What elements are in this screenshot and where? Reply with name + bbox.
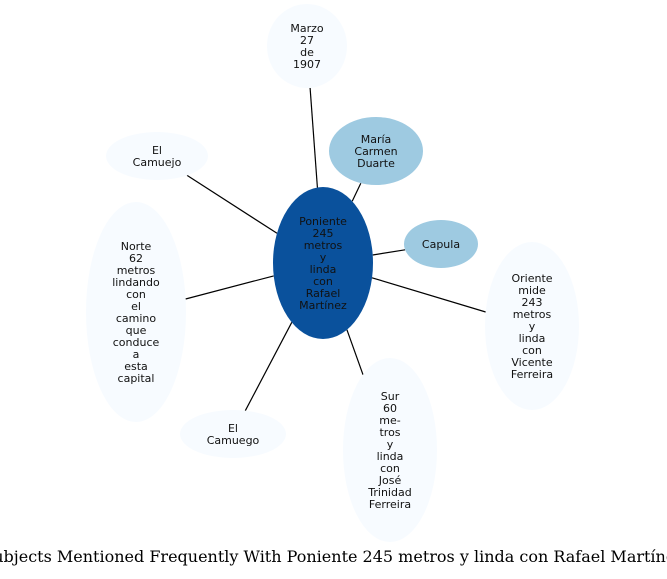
node-norte-label-line: 62 bbox=[129, 252, 143, 265]
node-sur-label-line: Ferreira bbox=[369, 498, 411, 511]
node-norte-label-line: Norte bbox=[121, 240, 152, 253]
node-sur-label-line: y bbox=[387, 438, 394, 451]
node-marzo-label-line: 1907 bbox=[293, 58, 321, 71]
node-marzo-label-line: 27 bbox=[300, 34, 314, 47]
node-oriente-label-line: Ferreira bbox=[511, 368, 553, 381]
node-sur-label-line: 60 bbox=[383, 402, 397, 415]
node-center-label-line: Poniente bbox=[299, 215, 347, 228]
node-center-label-line: linda bbox=[310, 263, 337, 276]
node-norte-label-line: capital bbox=[118, 372, 155, 385]
node-oriente-label-line: Oriente bbox=[511, 272, 552, 285]
node-maria-label-line: Duarte bbox=[357, 157, 395, 170]
edges-layer bbox=[185, 87, 486, 411]
node-norte-label-line: lindando bbox=[112, 276, 160, 289]
node-oriente-label-line: metros bbox=[513, 308, 552, 321]
node-oriente-shape bbox=[485, 242, 579, 410]
edge-center-norte bbox=[185, 275, 274, 300]
edge-center-capula bbox=[372, 249, 406, 256]
node-norte-label-line: camino bbox=[116, 312, 157, 325]
node-camuejo-label-line: El bbox=[152, 144, 162, 157]
node-center-label-line: metros bbox=[304, 239, 343, 252]
node-norte-label-line: que bbox=[126, 324, 147, 337]
node-camuejo-label-line: Camuejo bbox=[133, 156, 182, 169]
node-marzo-shape bbox=[267, 4, 347, 88]
node-oriente: Orientemide243metrosylindaconVicenteFerr… bbox=[485, 242, 579, 410]
node-oriente-label-line: 243 bbox=[522, 296, 543, 309]
node-camuego-label-line: El bbox=[228, 422, 238, 435]
node-sur-label-line: me- bbox=[379, 414, 400, 427]
node-sur-shape bbox=[343, 358, 437, 542]
diagram-caption: Subjects Mentioned Frequently With Ponie… bbox=[0, 547, 667, 566]
node-sur-label-line: tros bbox=[379, 426, 400, 439]
node-oriente-label-line: linda bbox=[519, 332, 546, 345]
node-center-label-line: 245 bbox=[313, 227, 334, 240]
edge-center-maria bbox=[351, 182, 362, 202]
edge-center-marzo bbox=[309, 87, 318, 188]
node-sur-label-line: Trinidad bbox=[367, 486, 411, 499]
node-oriente-label-line: y bbox=[529, 320, 536, 333]
edge-center-camuego bbox=[244, 322, 293, 411]
node-marzo-label-line: Marzo bbox=[290, 22, 324, 35]
node-camuego-label-line: Camuego bbox=[207, 434, 260, 447]
node-maria-shape bbox=[329, 117, 423, 185]
node-sur-label-line: con bbox=[380, 462, 400, 475]
node-capula: Capula bbox=[404, 220, 478, 268]
edge-center-camuejo bbox=[186, 174, 278, 234]
node-sur: Sur60me-trosylindaconJoséTrinidadFerreir… bbox=[343, 358, 437, 542]
node-center-label-line: y bbox=[320, 251, 327, 264]
node-sur-label-line: Sur bbox=[381, 390, 400, 403]
node-camuego-shape bbox=[180, 410, 286, 458]
node-oriente-label-line: con bbox=[522, 344, 542, 357]
node-norte-label-line: el bbox=[131, 300, 141, 313]
node-norte-label-line: conduce bbox=[113, 336, 160, 349]
node-center-label-line: con bbox=[313, 275, 333, 288]
node-norte-label-line: metros bbox=[117, 264, 156, 277]
node-maria-label-line: Carmen bbox=[354, 145, 397, 158]
edge-center-sur bbox=[346, 329, 364, 375]
node-center-label-line: Martínez bbox=[299, 299, 347, 312]
node-sur-label-line: linda bbox=[377, 450, 404, 463]
node-norte-label-line: con bbox=[126, 288, 146, 301]
nodes-layer: Marzo27de1907MaríaCarmenDuarteCapulaOrie… bbox=[86, 4, 579, 542]
node-capula-shape bbox=[404, 220, 478, 268]
node-camuejo-shape bbox=[106, 132, 208, 180]
node-norte-label-line: a bbox=[133, 348, 140, 361]
edge-center-oriente bbox=[371, 277, 486, 313]
node-oriente-label-line: Vicente bbox=[511, 356, 552, 369]
node-norte-label-line: esta bbox=[124, 360, 148, 373]
node-center-shape bbox=[273, 187, 373, 339]
node-norte: Norte62metroslindandoconelcaminoquecondu… bbox=[86, 202, 186, 422]
node-center-label-line: Rafael bbox=[306, 287, 341, 300]
node-capula-label-line: Capula bbox=[422, 238, 460, 251]
node-sur-label-line: José bbox=[378, 474, 402, 487]
node-marzo-label-line: de bbox=[300, 46, 314, 59]
node-oriente-label-line: mide bbox=[518, 284, 546, 297]
node-maria-label-line: María bbox=[361, 133, 392, 146]
node-norte-shape bbox=[86, 202, 186, 422]
